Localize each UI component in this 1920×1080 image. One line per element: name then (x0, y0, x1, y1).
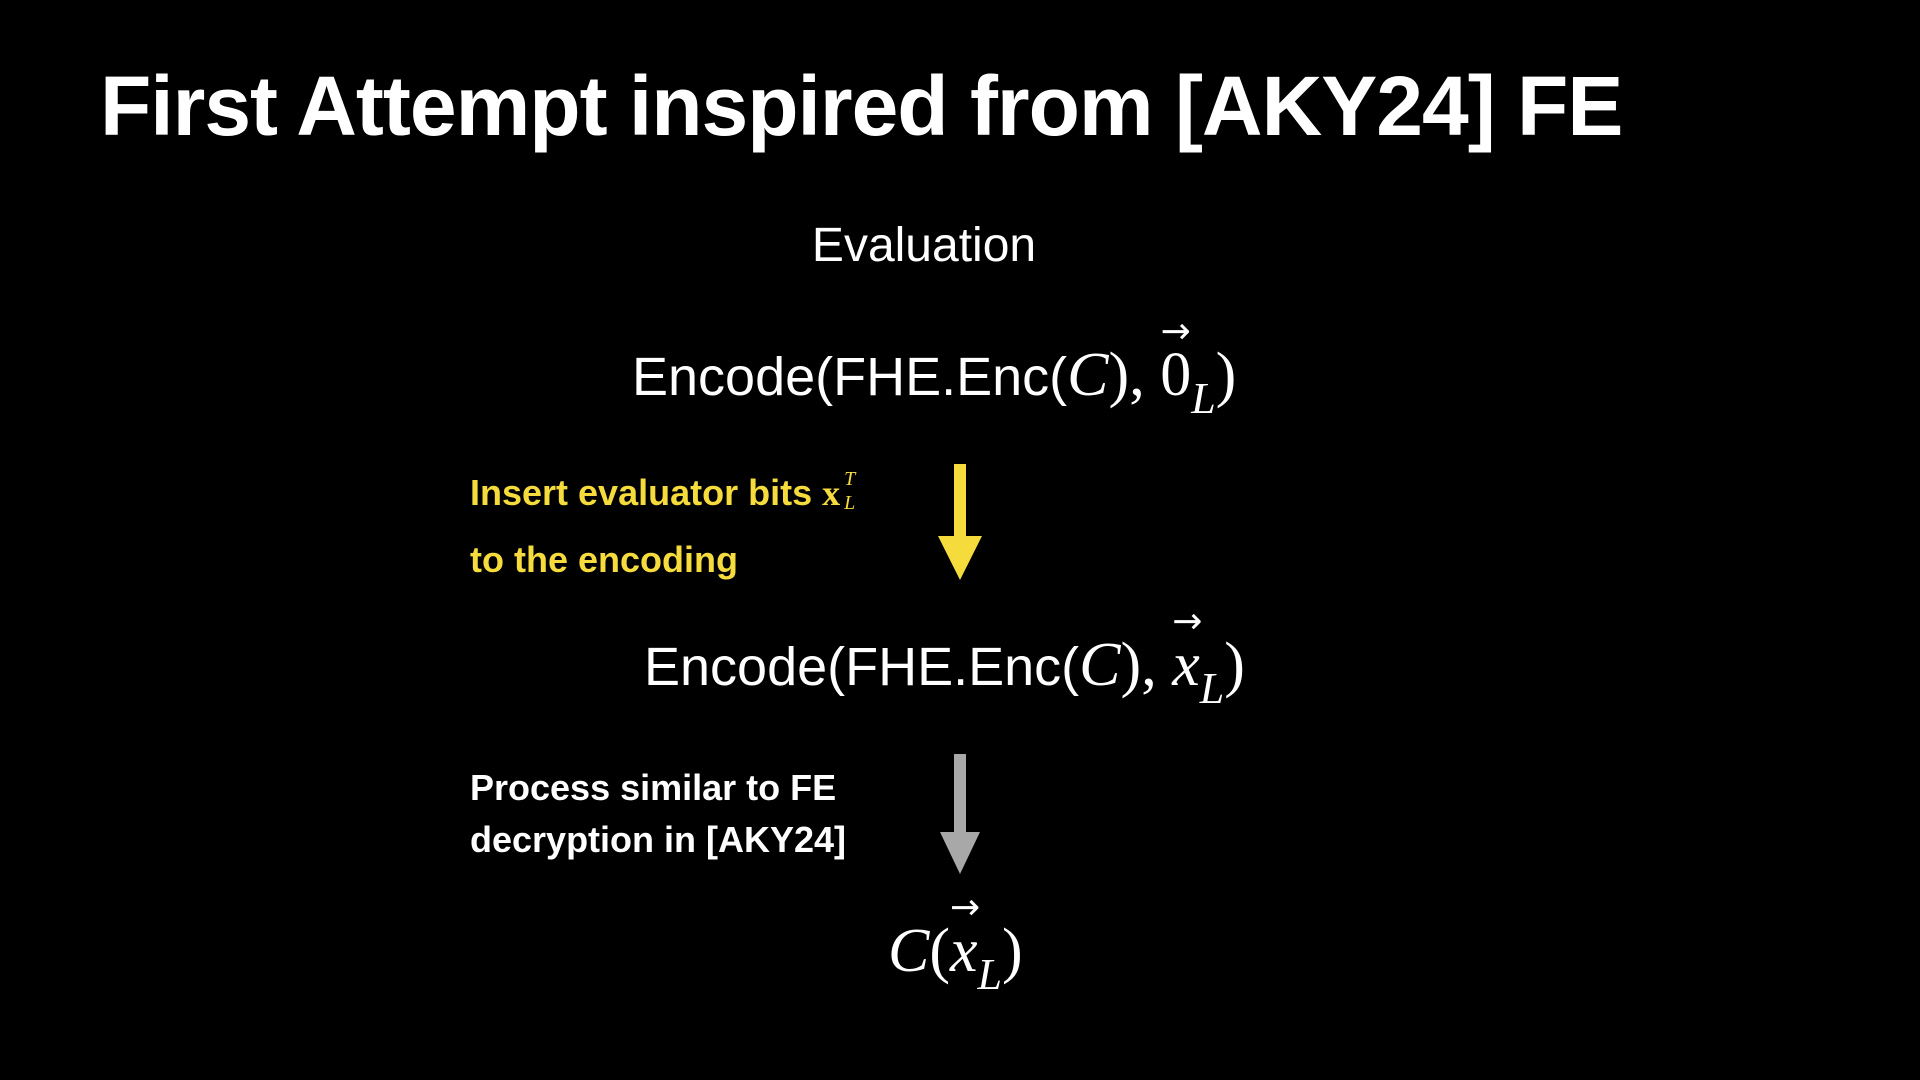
formula-encode-zero: Encode(FHE.Enc(C), →0L) (632, 314, 1237, 421)
formula-result-c: C (888, 917, 930, 985)
vector-x-result-symbol: x (950, 917, 978, 985)
formula-encode-x: Encode(FHE.Enc(C), →xL) (644, 604, 1245, 711)
formula-result-close: ) (1002, 917, 1023, 985)
evaluator-bits-sub: L (844, 492, 856, 514)
step-process-line1: Process similar to FE (470, 767, 837, 808)
formula-encode-x-subscript: L (1199, 664, 1225, 713)
formula-encode-x-close-c: ) (1120, 631, 1142, 699)
formula-result-open: ( (929, 917, 951, 985)
step-process-label: Process similar to FE decryption in [AKY… (470, 762, 846, 866)
section-subtitle: Evaluation (811, 219, 1037, 272)
evaluator-bits-x: x (822, 473, 841, 513)
step-insert-line1: Insert evaluator bits (470, 472, 823, 513)
formula-result-subscript: L (977, 950, 1003, 999)
evaluator-bits-sup: T (844, 468, 856, 490)
formula-encode-x-comma: , (1141, 631, 1173, 699)
formula-encode-zero-c: C (1067, 341, 1109, 409)
vector-x-symbol: x (1172, 631, 1200, 699)
arrow-down-gray-icon (940, 754, 980, 874)
formula-encode-zero-close: ) (1215, 341, 1237, 409)
slide-title: First Attempt inspired from [AKY24] FE (100, 59, 1623, 153)
formula-encode-zero-subscript: L (1191, 374, 1216, 423)
step-insert-line2: to the encoding (470, 538, 738, 580)
formula-encode-zero-close-c: ) (1108, 341, 1130, 409)
formula-encode-x-close: ) (1224, 631, 1245, 699)
vector-zero-symbol: 0 (1160, 341, 1192, 409)
vector-arrow-icon: → (950, 887, 981, 928)
vector-arrow-icon: → (1160, 311, 1191, 352)
formula-encode-zero-prefix: Encode(FHE.Enc( (632, 347, 1068, 407)
vector-zero: →0 (1160, 314, 1192, 409)
formula-result: C(→xL) (888, 890, 1023, 997)
formula-encode-x-prefix: Encode(FHE.Enc( (644, 637, 1080, 697)
formula-encode-zero-comma: , (1129, 341, 1161, 409)
formula-encode-x-c: C (1079, 631, 1121, 699)
vector-x: →x (1172, 604, 1202, 699)
step-process-line2: decryption in [AKY24] (470, 819, 847, 861)
vector-arrow-icon: → (1172, 601, 1203, 642)
arrow-down-yellow-icon (938, 464, 982, 580)
vector-x-result: →x (950, 890, 980, 985)
